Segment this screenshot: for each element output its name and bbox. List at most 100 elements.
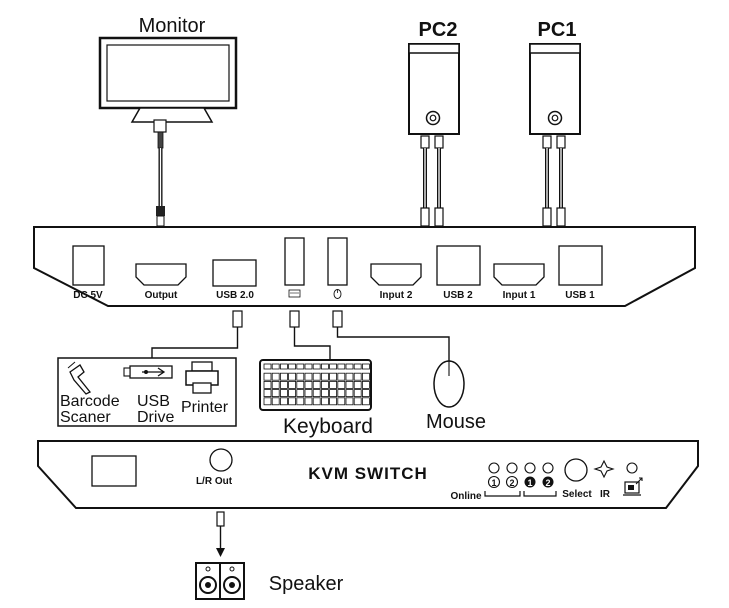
monitor: Monitor — [98, 15, 238, 227]
port-usb20: USB 2.0 — [212, 259, 257, 301]
keyboard-key — [288, 372, 297, 381]
port-usb2: USB 2 — [436, 245, 481, 301]
front-panel: L/R Out KVM SWITCH 1 2 Online 1 2 Select… — [37, 440, 699, 509]
keyboard-key — [263, 389, 272, 398]
keyboard-key — [345, 372, 354, 381]
keyboard-key — [296, 363, 305, 370]
mouse-cable — [332, 310, 450, 360]
mouse-icon — [333, 289, 342, 299]
keyboard-keys — [263, 363, 370, 406]
keyboard-key — [329, 389, 338, 398]
mouse: Mouse — [426, 360, 486, 433]
keyboard-key — [271, 363, 280, 370]
usb20-cable — [151, 310, 243, 358]
port-input2: Input 2 — [370, 263, 422, 301]
keyboard-key — [288, 389, 297, 398]
keyboard-key — [263, 380, 272, 389]
keyboard-key — [304, 363, 313, 370]
keyboard-key — [312, 380, 321, 389]
keyboard-key — [288, 380, 297, 389]
keyboard-key — [288, 397, 297, 406]
keyboard-key — [353, 380, 362, 389]
keyboard: Keyboard — [259, 359, 373, 438]
port-usb1: USB 1 — [558, 245, 603, 301]
select-label: Select — [562, 489, 592, 500]
select-led-2-num: 2 — [545, 478, 550, 488]
lr-out-jack — [209, 448, 233, 472]
keyboard-key — [279, 380, 288, 389]
keyboard-key — [271, 380, 280, 389]
keyboard-key — [263, 363, 272, 370]
keyboard-key — [361, 372, 370, 381]
printer-label: Printer — [181, 399, 229, 416]
keyboard-key — [320, 389, 329, 398]
keyboard-key — [361, 397, 370, 406]
port-input1: Input 1 — [493, 263, 545, 301]
port-usb20-label: USB 2.0 — [216, 290, 254, 301]
keyboard-key — [337, 397, 346, 406]
speaker-icon — [195, 562, 245, 600]
speaker-label: Speaker — [269, 573, 344, 595]
keyboard-key — [271, 397, 280, 406]
keyboard-key — [312, 363, 321, 370]
keyboard-key — [345, 380, 354, 389]
keyboard-key — [279, 372, 288, 381]
port-output: Output — [135, 263, 187, 301]
keyboard-key — [361, 363, 370, 370]
speaker: Speaker — [195, 511, 344, 600]
keyboard-key — [312, 389, 321, 398]
usb-devices: Barcode Scaner USB Drive Printer — [57, 357, 237, 427]
ir-sensor-icon — [593, 459, 615, 479]
online-label: Online — [450, 491, 482, 502]
keyboard-key — [329, 397, 338, 406]
keyboard-key — [312, 397, 321, 406]
port-mouse-usb — [327, 237, 348, 299]
display-window — [91, 455, 137, 487]
keyboard-key — [304, 380, 313, 389]
pc1: PC1 — [529, 19, 581, 227]
keyboard-key — [279, 397, 288, 406]
port-keyboard-usb — [284, 237, 305, 298]
pc2-label: PC2 — [419, 19, 458, 41]
port-input2-label: Input 2 — [380, 290, 413, 301]
keyboard-key — [329, 372, 338, 381]
keyboard-key — [320, 380, 329, 389]
select-leds: 1 2 — [523, 462, 557, 497]
select-button[interactable] — [564, 458, 588, 482]
keyboard-key — [320, 372, 329, 381]
port-input1-label: Input 1 — [503, 290, 536, 301]
online-led-1-num: 1 — [491, 478, 496, 488]
keyboard-key — [353, 372, 362, 381]
keyboard-key — [312, 372, 321, 381]
keyboard-key — [304, 397, 313, 406]
barcode-label-2: Scaner — [60, 409, 111, 426]
monitor-label: Monitor — [139, 15, 206, 37]
port-dc5v: DC 5V — [72, 245, 105, 301]
keyboard-key — [345, 363, 354, 370]
port-output-label: Output — [145, 290, 178, 301]
port-usb2-label: USB 2 — [443, 290, 473, 301]
keyboard-key — [263, 397, 272, 406]
keyboard-key — [361, 380, 370, 389]
mouse-label: Mouse — [426, 411, 486, 433]
select-led-1-num: 1 — [527, 478, 532, 488]
keyboard-key — [353, 397, 362, 406]
kvm-title: KVM SWITCH — [308, 464, 428, 483]
hotkey-led — [626, 462, 638, 474]
lr-out-label: L/R Out — [196, 476, 233, 487]
barcode-scanner-icon — [67, 361, 92, 395]
keyboard-key — [304, 389, 313, 398]
keyboard-key — [288, 363, 297, 370]
keyboard-key — [353, 363, 362, 370]
barcode-label-1: Barcode — [60, 393, 120, 410]
keyboard-key — [345, 389, 354, 398]
keyboard-key — [296, 397, 305, 406]
keyboard-key — [337, 363, 346, 370]
port-dc5v-label: DC 5V — [73, 290, 103, 301]
usb-drive-icon — [123, 365, 173, 379]
keyboard-key — [263, 372, 272, 381]
keyboard-key — [337, 389, 346, 398]
keyboard-key — [271, 372, 280, 381]
keyboard-key — [361, 389, 370, 398]
